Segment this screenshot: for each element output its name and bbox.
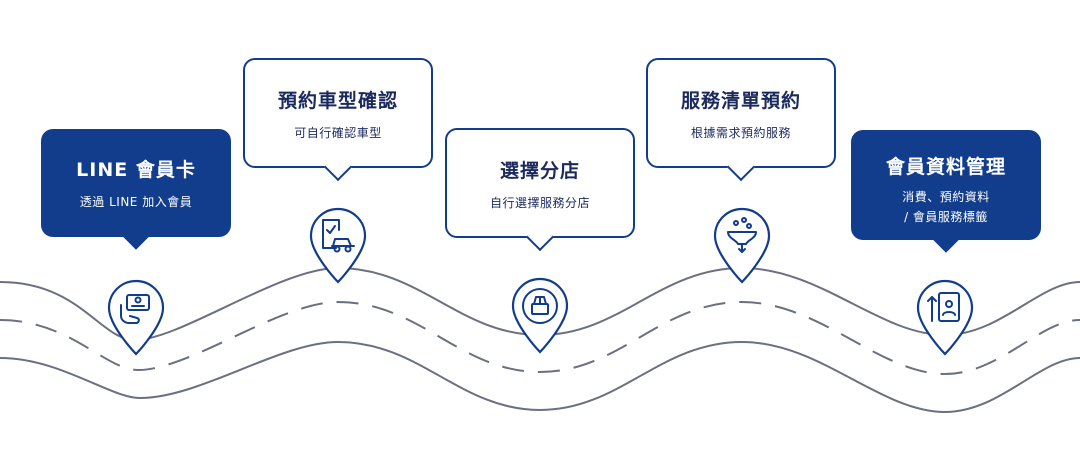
step-title: 選擇分店: [499, 160, 580, 182]
car-checklist-icon: [322, 219, 355, 253]
step-card-service-booking: 服務清單預約 根據需求預約服務: [646, 58, 836, 182]
step-title: 服務清單預約: [680, 90, 801, 112]
step-title: 預約車型確認: [277, 90, 398, 112]
store-icon: [522, 288, 558, 324]
pin-step-4: [712, 206, 772, 284]
step-card-line-member: LINE 會員卡 透過 LINE 加入會員: [41, 129, 231, 250]
pin-step-3: [510, 276, 570, 354]
step-card-member-data: 會員資料管理 消費、預約資料 / 會員服務標籤: [851, 130, 1041, 253]
pin-step-1: [106, 278, 166, 356]
pin-step-2: [308, 206, 368, 284]
step-subtitle: 透過 LINE 加入會員: [79, 195, 193, 209]
funnel-icon: [727, 217, 757, 253]
step-title: LINE 會員卡: [76, 159, 196, 181]
step-subtitle-2: / 會員服務標籤: [904, 210, 988, 224]
pin-step-5: [915, 278, 975, 356]
step-subtitle: 可自行確認車型: [294, 126, 382, 140]
step-subtitle: 消費、預約資料: [902, 190, 990, 204]
step-subtitle: 根據需求預約服務: [690, 126, 791, 140]
step-card-vehicle-confirm: 預約車型確認 可自行確認車型: [243, 58, 433, 182]
hand-card-icon: [120, 294, 150, 324]
profile-upload-icon: [927, 292, 960, 322]
step-card-select-branch: 選擇分店 自行選擇服務分店: [445, 128, 635, 252]
step-subtitle: 自行選擇服務分店: [489, 196, 590, 210]
step-title: 會員資料管理: [885, 156, 1006, 178]
